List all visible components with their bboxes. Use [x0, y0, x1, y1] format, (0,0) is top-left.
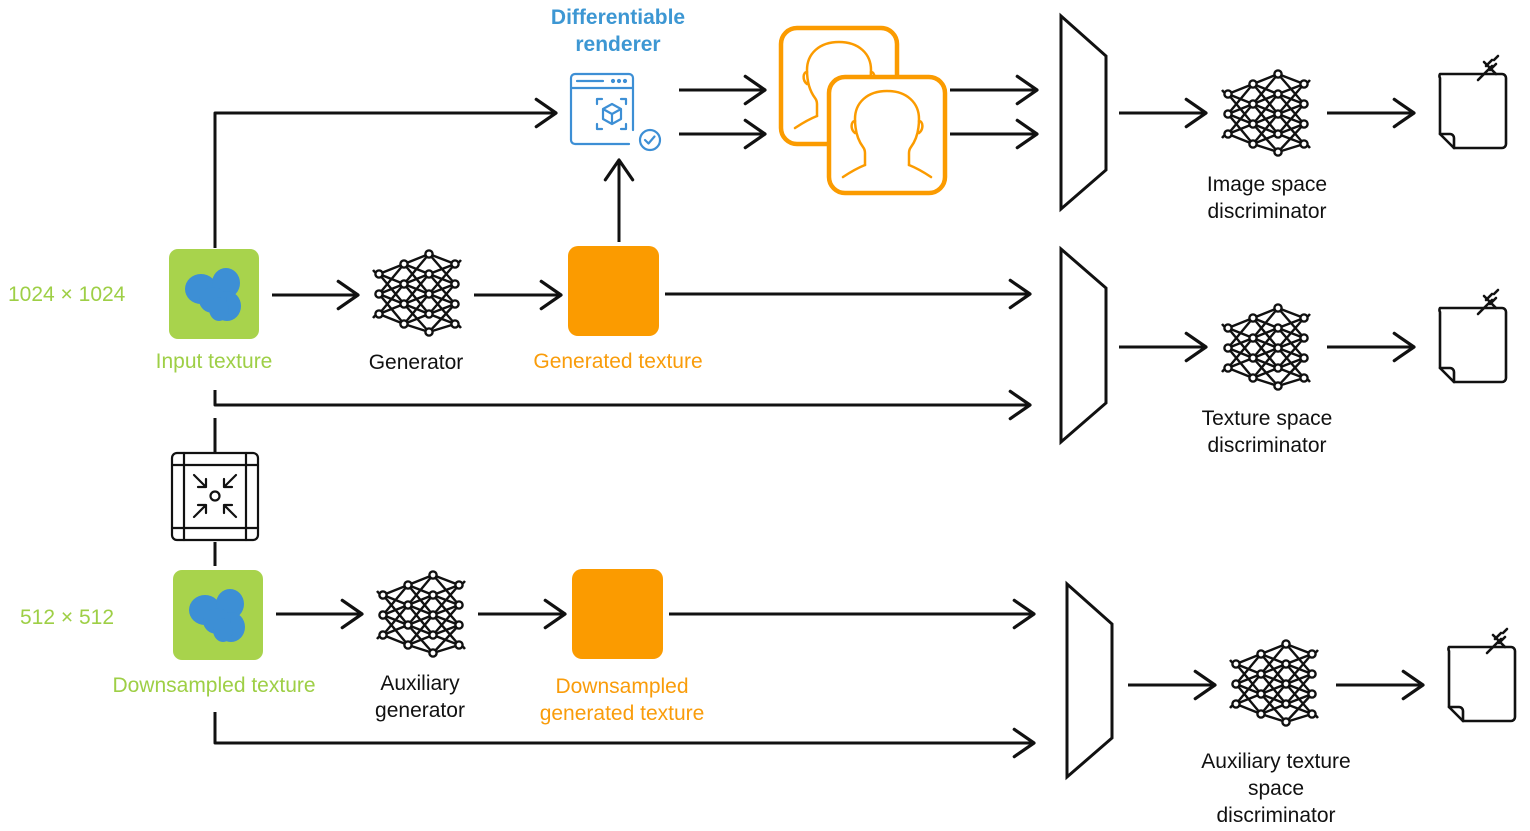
- auxiliary-discriminator-label-line2: space: [1247, 777, 1305, 800]
- image-discriminator-network-icon: [1220, 69, 1312, 157]
- arrow-generated-to-texture-encoder-head: [1008, 278, 1032, 310]
- arrow-aux-encoder-to-disc-head: [1193, 669, 1217, 701]
- texture-discriminator-label-line1: Texture space: [1201, 407, 1333, 430]
- renderer-label: Differentiable renderer: [551, 4, 685, 58]
- auxiliary-output-note-icon: [1447, 627, 1517, 723]
- arrow-texture-encoder-to-disc-head: [1184, 331, 1208, 363]
- auxiliary-encoder-trapezoid: [1065, 580, 1114, 781]
- arrow-downsampled-generated-to-aux-encoder-head: [1012, 598, 1036, 630]
- arrow-renderer-to-faces-1-head: [743, 74, 767, 106]
- rendered-face-icon: [829, 77, 945, 193]
- arrow-input-to-texture-encoder-head: [1008, 389, 1032, 421]
- downsampled-generated-texture-label-line1: Downsampled: [555, 675, 689, 698]
- renderer-label-line1: Differentiable: [550, 6, 686, 29]
- arrow-downsampled-to-aux-encoder: [213, 712, 1034, 745]
- texture-output-note-icon: [1438, 288, 1508, 384]
- arrow-input-to-generator-head: [336, 279, 360, 311]
- arrow-input-to-texture-encoder: [213, 390, 1030, 407]
- arrow-aux-generator-to-downsampled-generated-head: [543, 598, 567, 630]
- differentiable-renderer-icon: [569, 72, 662, 152]
- texture-discriminator-label: Texture space discriminator: [1202, 405, 1333, 459]
- auxiliary-discriminator-label: Auxiliary texture space discriminator: [1201, 748, 1350, 829]
- auxiliary-generator-label: Auxiliary generator: [375, 670, 465, 724]
- arrow-renderer-to-faces-2-head: [743, 118, 767, 150]
- image-discriminator-label-line1: Image space: [1206, 173, 1328, 196]
- arrow-faces-to-encoder-1-head: [1015, 74, 1039, 106]
- resolution-low-label: 512 × 512: [20, 606, 115, 629]
- input-texture-label: Input texture: [155, 350, 273, 373]
- generator-label: Generator: [368, 351, 464, 374]
- arrow-generated-to-renderer-head: [603, 158, 635, 182]
- image-discriminator-label: Image space discriminator: [1207, 171, 1327, 225]
- downsample-icon: [170, 451, 260, 542]
- generated-texture-label: Generated texture: [533, 350, 703, 373]
- downsampled-texture-label: Downsampled texture: [112, 674, 316, 697]
- texture-encoder-trapezoid: [1059, 245, 1108, 446]
- auxiliary-generator-network-icon: [375, 570, 467, 658]
- arrow-aux-disc-to-output-head: [1401, 669, 1425, 701]
- arrow-downsampled-to-aux-encoder-head: [1012, 727, 1036, 759]
- downsampled-generated-texture-square: [572, 569, 663, 659]
- arrow-heads: [336, 74, 1425, 759]
- image-discriminator-label-line2: discriminator: [1207, 200, 1327, 223]
- auxiliary-discriminator-label-line3: discriminator: [1216, 804, 1336, 827]
- generated-texture-square: [568, 246, 659, 336]
- auxiliary-generator-label-line1: Auxiliary: [380, 672, 460, 695]
- arrow-faces-to-encoder-2-head: [1015, 118, 1039, 150]
- auxiliary-discriminator-label-line1: Auxiliary texture: [1201, 750, 1351, 773]
- image-output-note-icon: [1438, 54, 1508, 150]
- auxiliary-discriminator-network-icon: [1228, 639, 1320, 727]
- arrow-downsampled-to-aux-generator-head: [340, 598, 364, 630]
- arrow-image-encoder-to-disc-head: [1184, 97, 1208, 129]
- image-encoder-trapezoid: [1059, 12, 1108, 213]
- arrow-generator-to-generated-head: [539, 279, 563, 311]
- renderer-label-line2: renderer: [575, 33, 661, 56]
- arrow-input-to-renderer-head: [534, 97, 558, 129]
- resolution-high-label: 1024 × 1024: [8, 283, 126, 306]
- downsampled-generated-texture-label-line2: generated texture: [539, 702, 705, 725]
- texture-discriminator-label-line2: discriminator: [1207, 434, 1327, 457]
- arrow-image-disc-to-output-head: [1392, 97, 1416, 129]
- downsampled-texture-icon: [173, 570, 263, 660]
- arrow-texture-disc-to-output-head: [1392, 331, 1416, 363]
- arrow-input-to-renderer: [213, 111, 556, 248]
- texture-discriminator-network-icon: [1220, 303, 1312, 391]
- auxiliary-generator-label-line2: generator: [375, 699, 465, 722]
- input-texture-icon: [169, 249, 259, 339]
- connector-lines: [213, 88, 1423, 745]
- generator-network-icon: [371, 249, 463, 337]
- downsampled-generated-texture-label: Downsampled generated texture: [540, 673, 705, 727]
